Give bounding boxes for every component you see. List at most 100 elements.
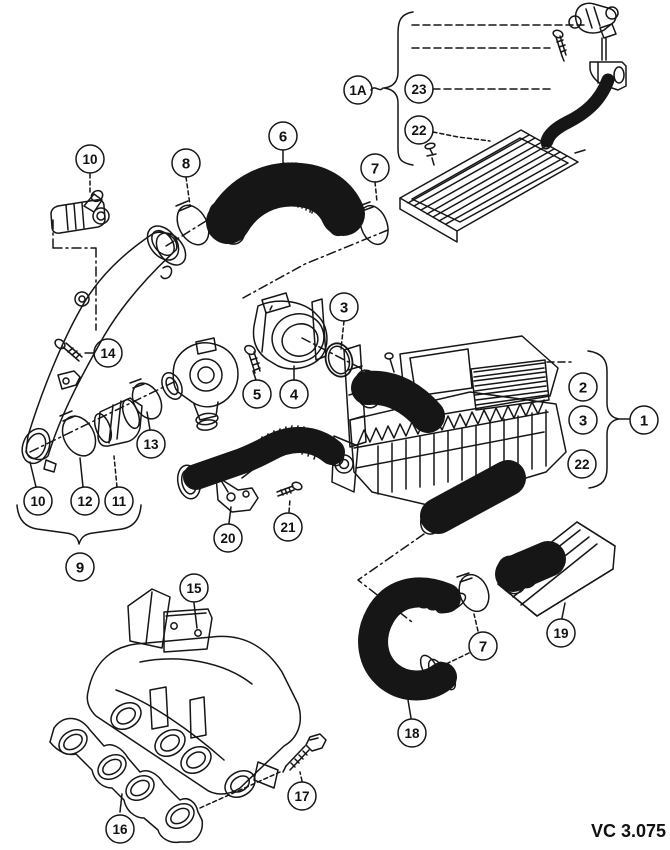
svg-text:19: 19 <box>553 626 568 641</box>
svg-text:2: 2 <box>579 379 587 396</box>
svg-text:5: 5 <box>253 386 261 403</box>
svg-text:17: 17 <box>294 789 309 804</box>
callout-21: 21 <box>273 512 303 542</box>
svg-text:11: 11 <box>112 494 127 509</box>
svg-text:16: 16 <box>112 822 128 837</box>
solenoid-valve <box>568 2 619 61</box>
leader-10-bottom <box>29 461 37 488</box>
bracket-1a <box>383 11 414 166</box>
svg-text:1: 1 <box>640 412 648 429</box>
svg-text:18: 18 <box>404 726 420 741</box>
air-cleaner-cover <box>399 335 559 415</box>
air-cleaner-outlet <box>419 460 526 535</box>
spring-clamp-7-top <box>358 201 389 246</box>
leader-22-top <box>432 131 491 142</box>
callout-6: 6 <box>268 121 298 151</box>
svg-text:7: 7 <box>479 638 487 655</box>
callout-2: 2 <box>568 372 598 402</box>
air-intake-grille-panel <box>399 129 586 243</box>
callout-13: 13 <box>136 429 166 459</box>
leader-12 <box>79 457 84 488</box>
screw-14 <box>54 338 83 362</box>
svg-text:3: 3 <box>579 412 587 429</box>
callout-3: 3 <box>329 292 359 322</box>
manifold-ports <box>110 702 256 798</box>
bracket-9 <box>16 504 142 545</box>
spring-clips-zigzag <box>357 399 545 445</box>
air-cleaner-inlet-snout <box>343 344 445 448</box>
hose-port-nub <box>74 291 90 307</box>
intake-pipe-s-duct <box>176 425 345 500</box>
leader-21 <box>288 498 291 513</box>
leader-11 <box>113 455 118 488</box>
leader-17 <box>299 771 303 782</box>
leader-5 <box>252 370 257 381</box>
callout-4: 4 <box>279 379 309 409</box>
svg-text:12: 12 <box>77 494 92 509</box>
leader-16 <box>119 793 123 813</box>
callout-14: 14 <box>93 338 123 368</box>
leader-19 <box>561 602 566 619</box>
valve-screw <box>552 29 567 62</box>
screw-5 <box>244 344 261 374</box>
bracket-1 <box>587 350 630 489</box>
callout-20: 20 <box>213 523 243 553</box>
cover-grille <box>473 362 549 406</box>
callout-8: 8 <box>171 148 201 178</box>
screw-21 <box>276 481 303 497</box>
locating-line-t-fitting <box>52 219 97 331</box>
manifold-bracket <box>163 608 213 653</box>
duct-corrugation <box>253 425 323 462</box>
bolt-17 <box>282 733 327 773</box>
svg-text:14: 14 <box>100 346 116 361</box>
spring-clamp-7-bottom <box>456 572 490 613</box>
leader-18 <box>407 699 412 719</box>
svg-text:3: 3 <box>340 299 348 316</box>
small-bracket <box>57 370 81 390</box>
callout-15: 15 <box>179 573 209 603</box>
intake-hose <box>21 225 187 473</box>
callout-16: 16 <box>105 814 135 844</box>
callout-10: 10 <box>75 144 105 174</box>
manifold-boss <box>253 761 279 789</box>
callout-23: 23 <box>404 74 434 104</box>
manifold-flange-left <box>127 588 171 649</box>
corrugation-hatch <box>253 162 317 215</box>
locating-line-maf <box>242 229 389 299</box>
callout-7: 7 <box>360 153 390 183</box>
leader-7-top <box>374 181 378 203</box>
callout-7: 7 <box>468 631 498 661</box>
callout-10: 10 <box>23 486 53 516</box>
gasket-speckle <box>59 725 187 827</box>
air-cleaner-housing <box>349 391 567 507</box>
leader-20 <box>228 506 232 524</box>
callout-3: 3 <box>568 405 598 435</box>
callout-11: 11 <box>104 486 134 516</box>
housing-slats <box>377 409 547 495</box>
hose-clamp-12 <box>59 410 97 457</box>
hose-clamp-13 <box>129 378 163 420</box>
o-ring-seal <box>324 342 354 378</box>
leader-8 <box>185 176 191 206</box>
intake-manifold <box>86 588 302 798</box>
svg-text:23: 23 <box>411 82 427 97</box>
leader-15 <box>193 602 198 629</box>
manifold-gasket <box>49 717 204 844</box>
axis-hose-clamp <box>165 205 231 247</box>
callout-1: 1 <box>629 405 659 435</box>
svg-text:10: 10 <box>82 152 97 167</box>
callout-22: 22 <box>404 115 434 145</box>
svg-text:15: 15 <box>186 581 202 596</box>
figure-code: VC 3.075 <box>591 821 666 841</box>
svg-text:22: 22 <box>411 123 426 138</box>
leader-13 <box>146 411 151 431</box>
callout-18: 18 <box>397 718 427 748</box>
svg-text:1A: 1A <box>349 83 367 98</box>
breather-hose <box>540 73 615 150</box>
svg-text:13: 13 <box>143 437 159 452</box>
air-mass-sensor <box>252 292 328 370</box>
bracket-1a-tie <box>370 87 384 91</box>
callout-1A: 1A <box>343 75 373 105</box>
